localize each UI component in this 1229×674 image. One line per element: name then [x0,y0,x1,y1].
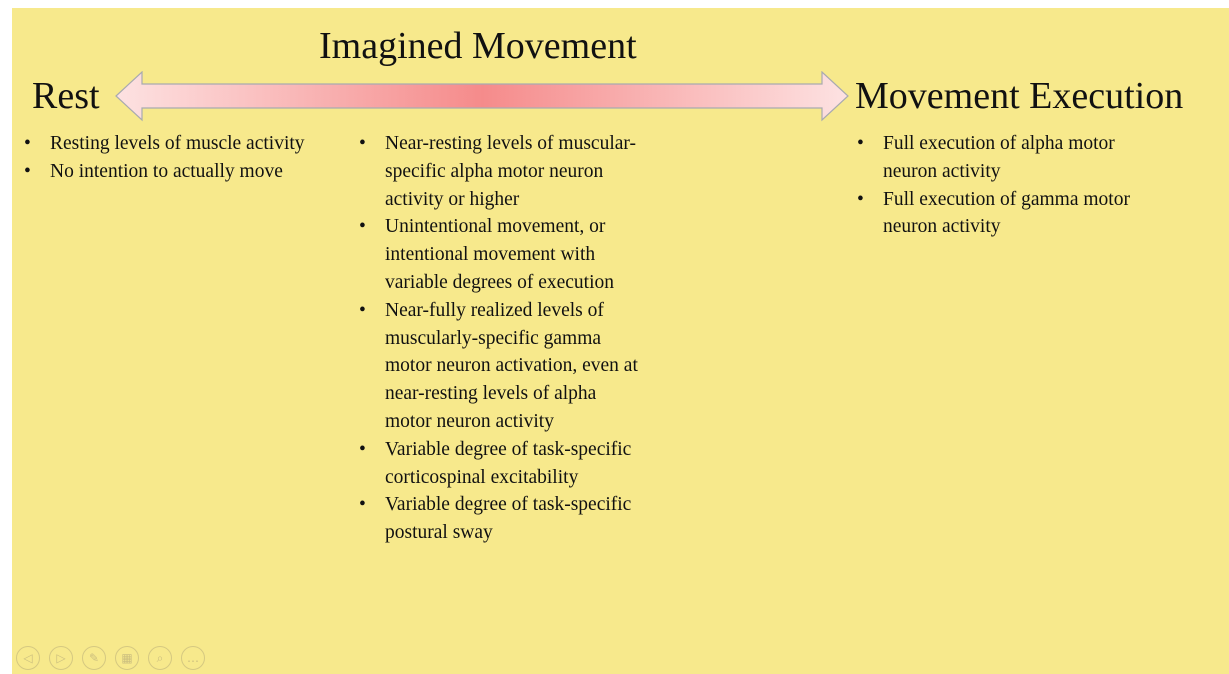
bullet-icon: • [359,438,366,460]
list-item: • Variable degree of task-specific cortic… [357,436,647,492]
list-item-text: Variable degree of task-specific cortico… [385,438,632,488]
double-headed-arrow [115,71,849,122]
list-item: • Resting levels of muscle activity [22,130,312,158]
zoom-button[interactable]: ⌕ [148,646,172,670]
chevron-left-icon: ◁ [23,651,33,665]
ellipsis-icon: … [187,651,199,665]
chevron-right-icon: ▷ [56,651,66,665]
list-item: • Full execution of alpha motor neuron ac… [855,130,1155,186]
bullet-icon: • [359,216,366,238]
movement-execution-label: Movement Execution [855,75,1184,117]
list-item-text: Unintentional movement, or intentional m… [385,216,615,293]
arrow-shape [115,71,849,122]
slideshow-toolbar: ◁ ▷ ✎ ▦ ⌕ … [16,646,205,672]
list-item: • No intention to actually move [22,158,312,186]
bullet-icon: • [24,133,31,154]
list-item: • Full execution of gamma motor neuron ac… [855,186,1155,242]
slide: Imagined Movement Rest Movement Executio… [12,8,1229,674]
pen-tool-button[interactable]: ✎ [82,646,106,670]
bullet-icon: • [359,494,366,516]
list-item: • Near-resting levels of muscular-specifi… [357,130,647,213]
movement-execution-column: • Full execution of alpha motor neuron ac… [855,130,1155,241]
pen-icon: ✎ [88,651,100,665]
rest-column: • Resting levels of muscle activity • No in… [22,130,312,186]
grid-icon: ▦ [121,651,133,665]
bullet-icon: • [359,133,366,154]
bullet-icon: • [857,133,864,154]
movement-execution-list: • Full execution of alpha motor neuron ac… [855,130,1155,241]
bullet-icon: • [857,188,864,210]
list-item: • Unintentional movement, or intentional … [357,213,647,296]
list-item-text: No intention to actually move [50,160,283,182]
imagined-movement-list: • Near-resting levels of muscular-specifi… [357,130,647,547]
list-item-text: Variable degree of task-specific postura… [385,494,632,544]
see-all-slides-button[interactable]: ▦ [115,646,139,670]
imagined-movement-column: • Near-resting levels of muscular-specifi… [357,130,647,547]
magnifier-icon: ⌕ [156,650,164,665]
list-item-text: Full execution of gamma motor neuron act… [883,188,1130,238]
list-item-text: Near-fully realized levels of muscularly… [385,299,638,432]
list-item: • Variable degree of task-specific postur… [357,491,647,547]
rest-list: • Resting levels of muscle activity • No in… [22,130,312,186]
bullet-icon: • [24,160,31,182]
previous-slide-button[interactable]: ◁ [16,646,40,670]
slide-title: Imagined Movement [319,25,637,67]
list-item-text: Near-resting levels of muscular-specific… [385,133,636,210]
bullet-icon: • [359,299,366,321]
next-slide-button[interactable]: ▷ [49,646,73,670]
list-item-text: Resting levels of muscle activity [50,133,305,154]
list-item-text: Full execution of alpha motor neuron act… [883,133,1115,182]
list-item: • Near-fully realized levels of muscularl… [357,297,647,436]
rest-label: Rest [32,75,100,117]
more-options-button[interactable]: … [181,646,205,670]
